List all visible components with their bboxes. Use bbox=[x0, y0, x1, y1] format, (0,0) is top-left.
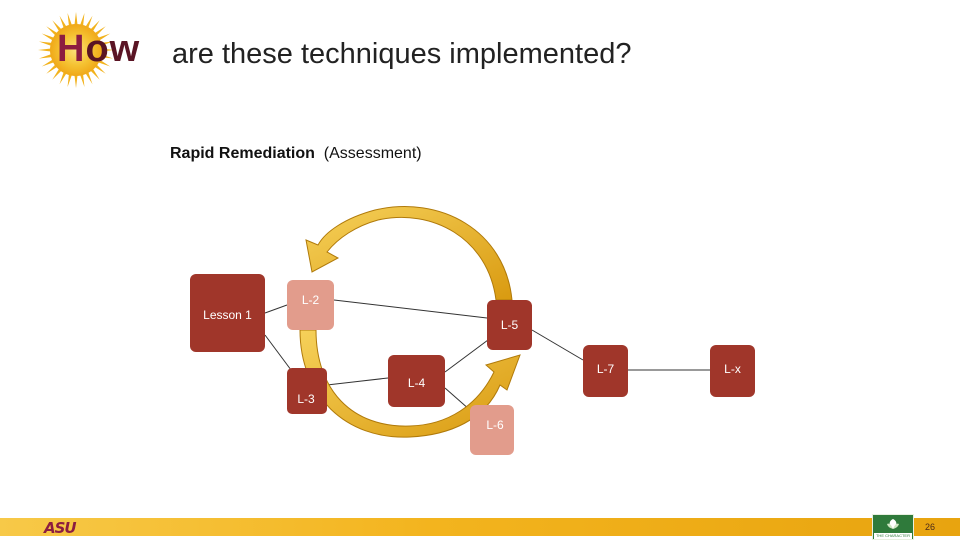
node-label-l5: L-5 bbox=[501, 318, 518, 332]
edge-l5-l7 bbox=[532, 330, 583, 360]
edge-lesson1-l2 bbox=[265, 305, 287, 313]
leaf-icon bbox=[885, 518, 901, 530]
partner-logo: THE CHARACTER bbox=[872, 514, 914, 540]
node-label-lesson1: Lesson 1 bbox=[203, 308, 252, 322]
node-label-l7: L-7 bbox=[597, 362, 614, 376]
edge-l3-l4 bbox=[327, 378, 388, 385]
page-number: 26 bbox=[912, 518, 948, 536]
edge-l4-l5 bbox=[445, 340, 488, 372]
edge-l2-l5 bbox=[334, 300, 487, 318]
node-label-l4: L-4 bbox=[408, 376, 425, 390]
node-label-l6: L-6 bbox=[486, 418, 503, 432]
node-label-lx: L-x bbox=[724, 362, 741, 376]
node-label-l3: L-3 bbox=[297, 392, 314, 406]
return-arrow-upper bbox=[306, 207, 512, 300]
node-label-l2: L-2 bbox=[302, 293, 319, 307]
partner-logo-text: THE CHARACTER bbox=[874, 533, 912, 539]
asu-logo: ASU bbox=[44, 519, 76, 537]
footer-bar bbox=[0, 518, 960, 536]
node-l3 bbox=[287, 368, 327, 414]
